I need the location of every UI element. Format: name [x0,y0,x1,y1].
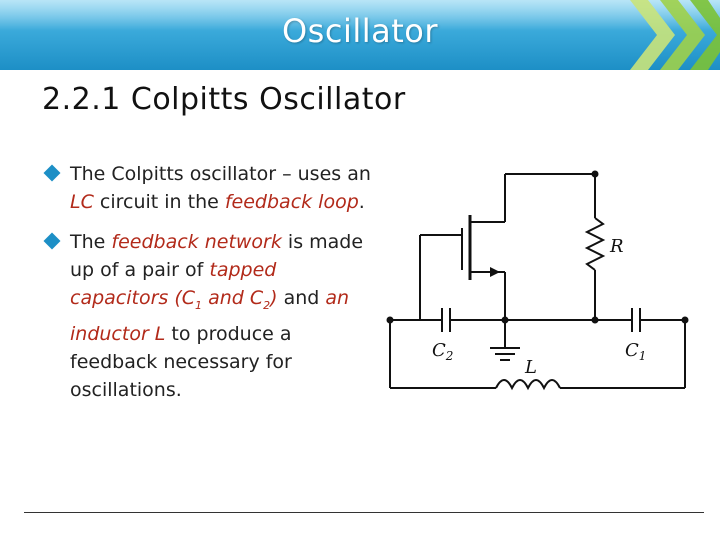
bullet-text-2: The feedback network is made up of a pai… [70,231,363,401]
header-shine [0,0,720,30]
label-c1: C1 [625,340,646,363]
bullet-text-segment: to produce a feedback necessary for osci… [70,322,292,401]
diamond-bullet-icon [43,164,61,182]
bullet-text-segment: The Colpitts oscillator – uses an [70,163,371,185]
slide-title: 2.2.1 Colpitts Oscillator [42,82,406,117]
bullet-text-segment: The [70,231,112,253]
bullet-text-segment: circuit in the [93,191,225,213]
footer-divider [24,512,704,513]
label-l: L [524,357,537,378]
bullet-item-1: The Colpitts oscillator – uses an LC cir… [43,160,374,216]
bullet-text-segment: . [358,191,365,213]
header-banner: Oscillator [0,0,720,70]
emphasis-text: 1 [195,298,203,312]
header-title: Oscillator [281,12,438,50]
bullet-list: The Colpitts oscillator – uses an LC cir… [43,160,374,416]
bullet-text-1: The Colpitts oscillator – uses an LC cir… [70,163,371,213]
label-c2: C2 [432,340,453,363]
emphasis-text: LC [70,191,94,213]
bullet-text-segment: and [277,287,326,309]
bullet-item-2: The feedback network is made up of a pai… [43,228,374,404]
colpitts-circuit-diagram: R C2 C1 L [386,170,689,391]
emphasis-text: ) [270,287,278,309]
emphasis-text: 2 [263,298,271,312]
bullet-text-segment: is made up of a pair of [70,231,364,281]
emphasis-text: tapped capacitors (C [70,259,277,309]
emphasis-text: feedback loop [224,191,359,213]
label-r: R [609,236,624,257]
diamond-bullet-icon [43,232,61,250]
chevron-decoration-icon [630,0,720,70]
emphasis-text: an inductor L [70,287,350,345]
emphasis-text: feedback network [111,231,282,253]
emphasis-text: and C [202,287,264,309]
